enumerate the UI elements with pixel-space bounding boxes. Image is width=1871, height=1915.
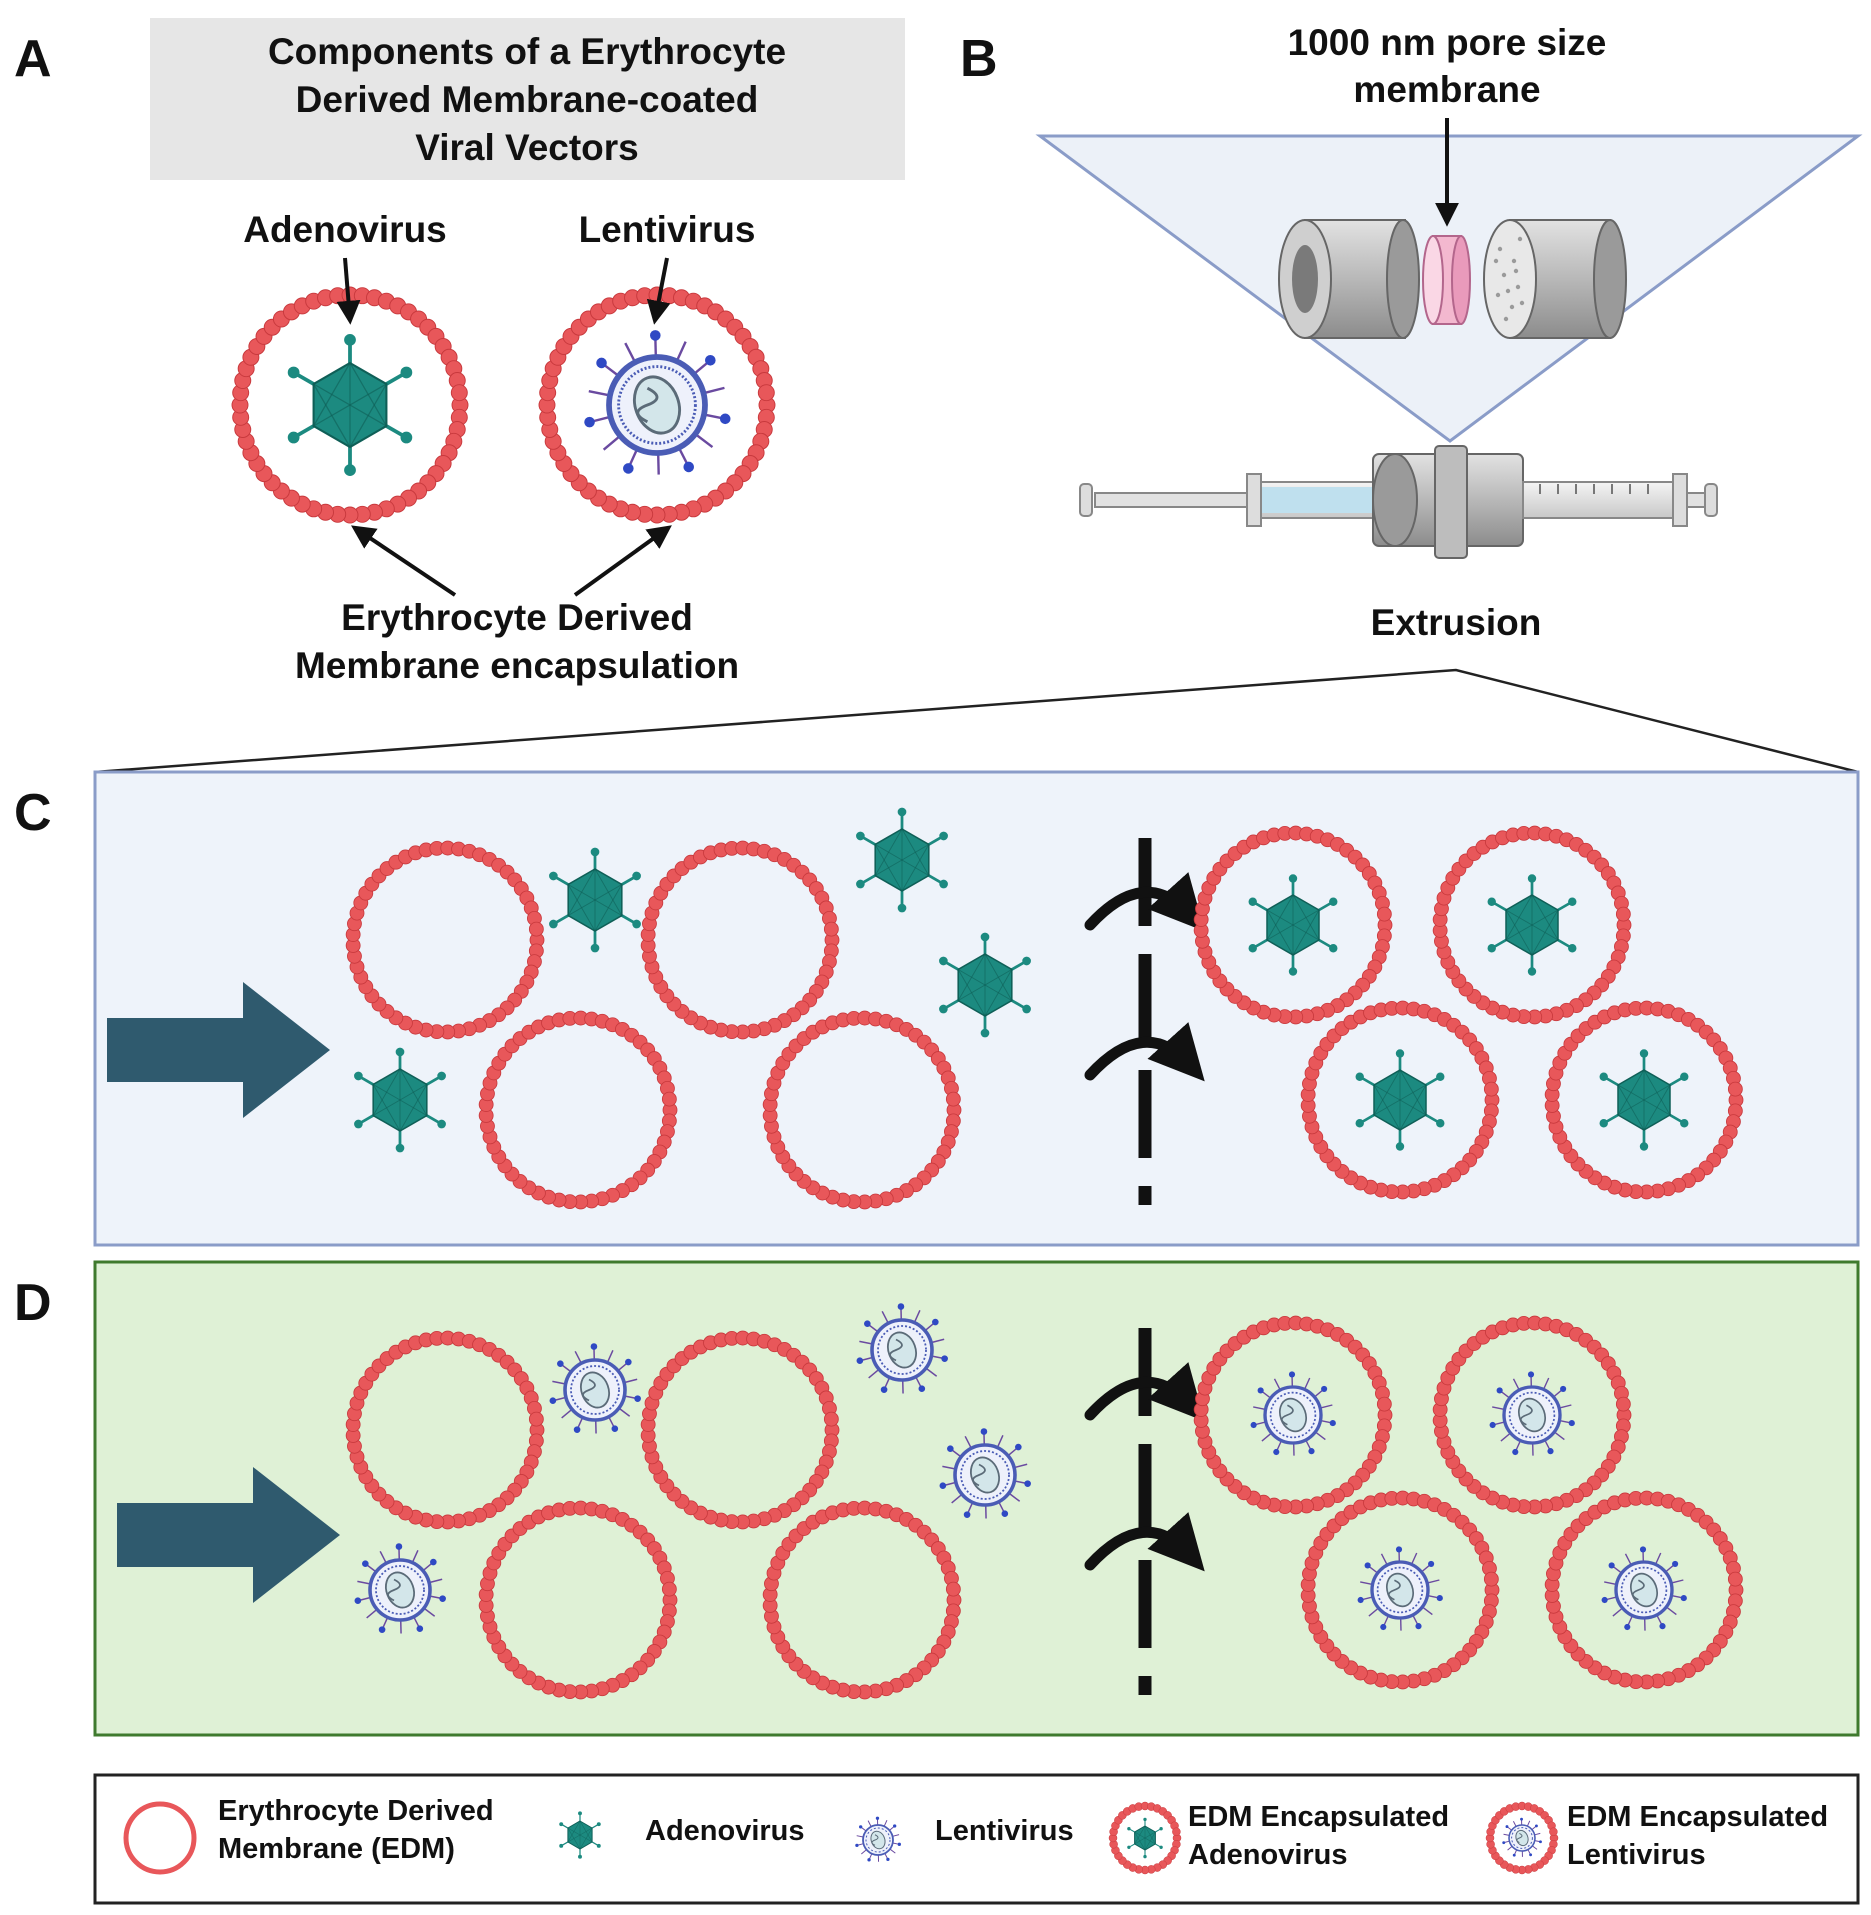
pore-membrane-label-line-1: 1000 nm pore size (1288, 22, 1607, 63)
panel-c: C (14, 770, 1860, 1247)
panel-a-title-line-2: Derived Membrane-coated (296, 79, 759, 120)
panel-c-flow-arrow (107, 982, 330, 1118)
panel-a-title-line-1: Components of a Erythrocyte (268, 31, 786, 72)
panel-b-letter: B (960, 30, 998, 88)
extrusion-curved-arrow (1084, 1362, 1205, 1422)
membrane-label-line-2: Membrane encapsulation (295, 645, 739, 686)
panel-b: B 1000 nm pore size membrane (94, 22, 1863, 774)
legend: Erythrocyte Derived Membrane (EDM) Adeno… (93, 1773, 1860, 1905)
lentivirus-pointer-arrow (646, 257, 671, 325)
lentivirus-icon (855, 1816, 901, 1862)
panel-a-letter: A (14, 30, 52, 88)
edm-ring-icon (345, 1330, 545, 1530)
edm-lentivirus-icon (1432, 1315, 1632, 1515)
edm-ring-icon (123, 1801, 197, 1875)
extrusion-curved-arrow (1084, 1512, 1205, 1572)
legend-lentivirus-label: Lentivirus (935, 1815, 1074, 1847)
pore-membrane-label-line-2: membrane (1353, 69, 1540, 110)
legend-edm-label-line-1: Erythrocyte Derived (218, 1795, 494, 1827)
panel-c-scene (345, 807, 1744, 1210)
extruder-left-cylinder (1278, 219, 1420, 339)
panel-c-letter: C (14, 784, 52, 842)
membrane-pointer-arrow-right (573, 525, 672, 597)
pore-membrane-disc (1422, 235, 1471, 325)
legend-edm-lentivirus-label-line-2: Lentivirus (1567, 1839, 1706, 1871)
edm-adenovirus-icon (1300, 1000, 1500, 1200)
adenovirus-pointer-arrow (336, 257, 361, 325)
membrane-pointer-arrow-left (351, 525, 457, 597)
edm-adenovirus-icon (1432, 825, 1632, 1025)
panel-d-scene (345, 1303, 1744, 1700)
lentivirus-icon (549, 1343, 641, 1434)
zoom-callout-lines (94, 668, 1859, 774)
adenovirus-icon (354, 1047, 446, 1153)
edm-ring-icon (762, 1010, 962, 1210)
syringe-extruder (1079, 445, 1718, 559)
edm-adenovirus-icon (1193, 825, 1393, 1025)
legend-edm-adenovirus-label-line-2: Adenovirus (1188, 1839, 1348, 1871)
edm-ring-icon (345, 840, 545, 1040)
adenovirus-label: Adenovirus (243, 209, 447, 250)
legend-box (93, 1773, 1860, 1905)
panel-a: A Components of a Erythrocyte Derived Me… (14, 18, 905, 686)
edm-adenovirus-icon (1544, 1000, 1744, 1200)
panel-d-letter: D (14, 1274, 52, 1332)
lentivirus-icon (584, 330, 731, 475)
legend-edm-lentivirus-label-line-1: EDM Encapsulated (1567, 1801, 1828, 1833)
edm-ring-icon (478, 1500, 678, 1700)
edm-ring-icon (640, 1330, 840, 1530)
lentivirus-label: Lentivirus (579, 209, 756, 250)
panel-a-title-box (150, 18, 905, 180)
lentivirus-icon (856, 1303, 948, 1394)
legend-edm-adenovirus-label-line-1: EDM Encapsulated (1188, 1801, 1449, 1833)
extrusion-label: Extrusion (1371, 602, 1542, 643)
adenovirus-icon (939, 932, 1031, 1038)
adenovirus-icon (287, 334, 413, 476)
extruder-right-cylinder (1483, 219, 1627, 339)
lentivirus-icon (354, 1543, 446, 1634)
extrusion-curved-arrow (1084, 872, 1205, 932)
adenovirus-icon (856, 807, 948, 913)
adenovirus-icon (549, 847, 641, 953)
edm-lentivirus-icon (1193, 1315, 1393, 1515)
panel-a-title-line-3: Viral Vectors (415, 127, 639, 168)
edm-lentivirus-icon (1300, 1490, 1500, 1690)
edm-ring-icon (478, 1010, 678, 1210)
lentivirus-icon (939, 1428, 1031, 1519)
edm-ring-icon (538, 286, 776, 524)
edm-ring-icon (762, 1500, 962, 1700)
membrane-label-line-1: Erythrocyte Derived (341, 597, 693, 638)
panel-d: D (14, 1260, 1860, 1737)
panel-d-flow-arrow (117, 1467, 340, 1603)
legend-adenovirus-label: Adenovirus (645, 1815, 805, 1847)
legend-edm-label-line-2: Membrane (EDM) (218, 1833, 455, 1865)
edm-ring-icon (640, 840, 840, 1040)
edm-lentivirus-icon (1485, 1801, 1559, 1875)
edm-ring-icon (231, 286, 469, 524)
extrusion-curved-arrow (1084, 1022, 1205, 1082)
adenovirus-icon (559, 1811, 601, 1859)
edm-adenovirus-icon (1108, 1801, 1182, 1875)
edm-lentivirus-icon (1544, 1490, 1744, 1690)
